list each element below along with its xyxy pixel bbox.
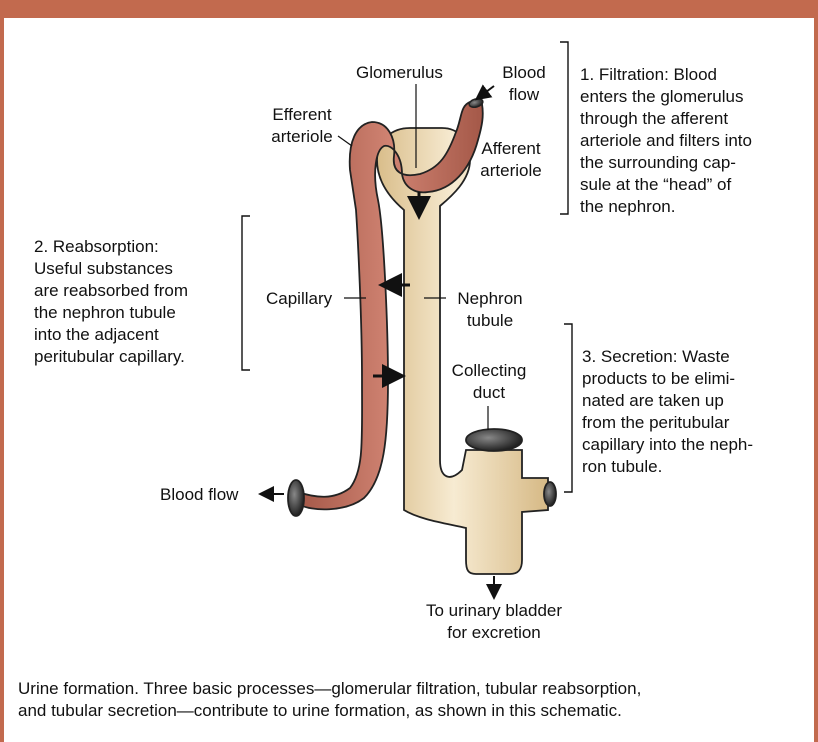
filtration-line: sule at the “head” of	[580, 174, 802, 196]
blood-flow-in-line2: flow	[498, 84, 550, 106]
afferent-arteriole-label: Afferent arteriole	[470, 138, 552, 182]
reabsorption-line: into the adjacent	[34, 324, 244, 346]
secretion-line: products to be elimi-	[582, 368, 804, 390]
filtration-line: 1. Filtration: Blood	[580, 64, 802, 86]
blood-flow-out-label: Blood flow	[160, 484, 238, 506]
bladder-line2: for excretion	[394, 622, 594, 644]
secretion-description: 3. Secretion: Waste products to be elimi…	[582, 346, 804, 478]
nephron-line1: Nephron	[446, 288, 534, 310]
filtration-line: arteriole and filters into	[580, 130, 802, 152]
secretion-line: nated are taken up	[582, 390, 804, 412]
bladder-line1: To urinary bladder	[394, 600, 594, 622]
secretion-line: ron tubule.	[582, 456, 804, 478]
figure-caption: Urine formation. Three basic processes—g…	[18, 678, 798, 722]
efferent-line1: Efferent	[262, 104, 342, 126]
secretion-line: from the peritubular	[582, 412, 804, 434]
blood-flow-in-label: Blood flow	[498, 62, 550, 106]
filtration-line: the nephron.	[580, 196, 802, 218]
secretion-line: 3. Secretion: Waste	[582, 346, 804, 368]
secretion-line: capillary into the neph-	[582, 434, 804, 456]
caption-line: Urine formation. Three basic processes—g…	[18, 678, 798, 700]
filtration-line: through the afferent	[580, 108, 802, 130]
afferent-line1: Afferent	[470, 138, 552, 160]
collecting-duct-label: Collecting duct	[446, 360, 532, 404]
efferent-line2: arteriole	[262, 126, 342, 148]
blood-flow-in-line1: Blood	[498, 62, 550, 84]
reabsorption-line: 2. Reabsorption:	[34, 236, 244, 258]
glomerulus-label: Glomerulus	[356, 62, 443, 84]
nephron-tubule-label: Nephron tubule	[446, 288, 534, 332]
urinary-bladder-label: To urinary bladder for excretion	[394, 600, 594, 644]
caption-line: and tubular secretion—contribute to urin…	[18, 700, 798, 722]
reabsorption-line: are reabsorbed from	[34, 280, 244, 302]
nephron-tubule-shape	[377, 128, 556, 574]
reabsorption-description: 2. Reabsorption: Useful substances are r…	[34, 236, 244, 368]
filtration-line: enters the glomerulus	[580, 86, 802, 108]
collecting-line2: duct	[446, 382, 532, 404]
collecting-line1: Collecting	[446, 360, 532, 382]
capillary-label: Capillary	[266, 288, 332, 310]
filtration-line: the surrounding cap-	[580, 152, 802, 174]
filtration-description: 1. Filtration: Blood enters the glomerul…	[580, 64, 802, 218]
reabsorption-line: the nephron tubule	[34, 302, 244, 324]
afferent-line2: arteriole	[470, 160, 552, 182]
reabsorption-line: Useful substances	[34, 258, 244, 280]
efferent-arteriole-label: Efferent arteriole	[262, 104, 342, 148]
nephron-line2: tubule	[446, 310, 534, 332]
reabsorption-line: peritubular capillary.	[34, 346, 244, 368]
